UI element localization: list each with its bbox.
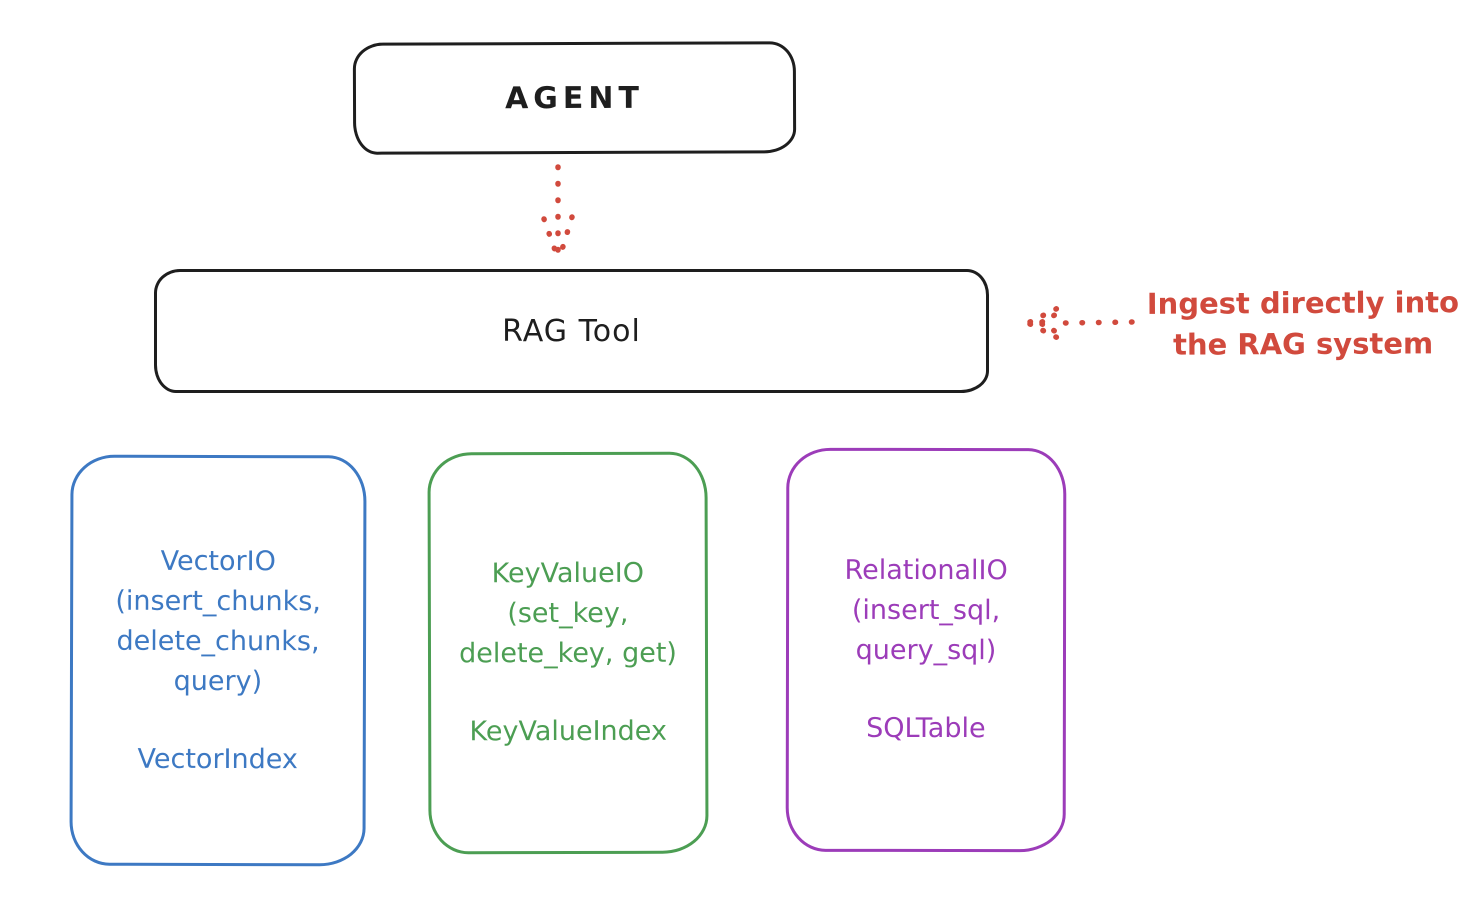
vector-index-label: VectorIndex bbox=[137, 743, 298, 775]
ingest-annotation: Ingest directly into the RAG system bbox=[1138, 282, 1468, 366]
rag-tool-node: RAG Tool bbox=[154, 269, 989, 393]
agent-node: AGENT bbox=[352, 41, 797, 155]
key-value-io-label: KeyValueIO (set_key, delete_key, get) Ke… bbox=[459, 554, 677, 753]
ingest-annotation-line: Ingest directly into bbox=[1146, 285, 1460, 321]
sql-table-label: SQLTable bbox=[866, 712, 986, 745]
agent-to-ragtool-arrow bbox=[541, 164, 575, 256]
vector-io-label: VectorIO (insert_chunks, delete_chunks, … bbox=[115, 541, 321, 780]
key-value-io-node: KeyValueIO (set_key, delete_key, get) Ke… bbox=[427, 451, 709, 855]
relational-io-label: RelationalIO (insert_sql, query_sql) SQL… bbox=[844, 551, 1008, 749]
key-value-index-label: KeyValueIndex bbox=[469, 715, 667, 748]
ingest-annotation-line: the RAG system bbox=[1172, 326, 1434, 362]
rag-tool-node-label: RAG Tool bbox=[502, 313, 641, 349]
agent-node-label: AGENT bbox=[504, 80, 645, 116]
annotation-to-ragtool-arrow bbox=[1027, 304, 1135, 341]
relational-io-node: RelationalIO (insert_sql, query_sql) SQL… bbox=[785, 447, 1067, 853]
vector-io-node: VectorIO (insert_chunks, delete_chunks, … bbox=[69, 454, 367, 867]
